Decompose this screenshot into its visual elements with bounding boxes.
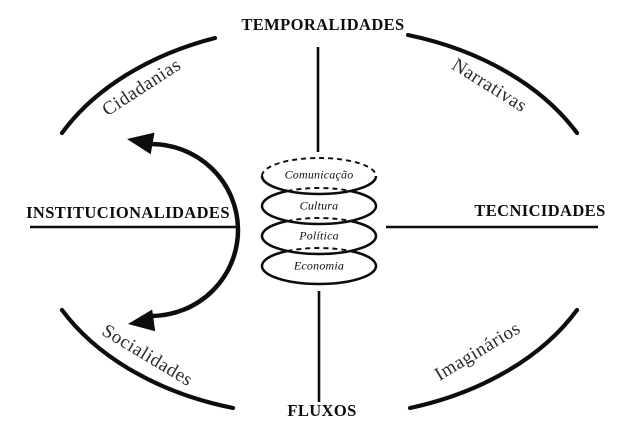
outer-arc-bottom-right: [407, 307, 580, 411]
layer-2-top-dashed: [287, 187, 351, 192]
layer-label-politica: Política: [299, 228, 339, 243]
outer-arc-top-right: [405, 32, 580, 136]
axis-lines: [30, 47, 598, 402]
layer-label-economia: Economia: [293, 258, 345, 273]
layer-label-comunicacao: Comunicação: [284, 167, 354, 182]
mediation-stack: [260, 157, 378, 286]
axis-label-institucionalidades: INSTITUCIONALIDADES: [26, 203, 230, 222]
axis-label-temporalidades: TEMPORALIDADES: [241, 15, 405, 34]
feedback-arrow: [127, 132, 241, 332]
feedback-arrow-arc: [147, 141, 241, 319]
layer-4-top-dashed: [287, 247, 351, 252]
arrowhead-top-icon: [127, 132, 155, 155]
axis-label-tecnicidades: TECNICIDADES: [474, 201, 606, 220]
axis-label-fluxos: FLUXOS: [287, 401, 357, 420]
arrowhead-bottom-icon: [128, 309, 156, 332]
outer-arc-top-left: [59, 35, 218, 136]
layer-2-body-solid: [260, 189, 378, 226]
outer-circle-arcs: [59, 32, 580, 411]
outer-arc-bottom-left: [59, 307, 236, 411]
layer-3-body-solid: [260, 219, 378, 256]
layer-label-cultura: Cultura: [299, 198, 339, 213]
layer-1-bottom-solid: [260, 175, 378, 196]
layer-4-body-solid: [260, 249, 378, 286]
layer-3-top-dashed: [287, 217, 351, 222]
layer-1-top-dashed: [261, 157, 377, 177]
